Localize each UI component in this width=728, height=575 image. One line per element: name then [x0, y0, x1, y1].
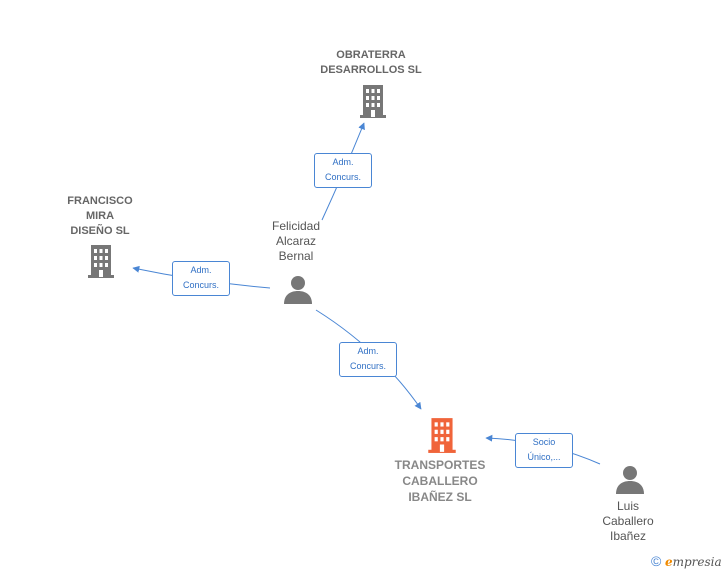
edge-label-felicidad-obraterra[interactable]: Adm. Concurs.	[314, 153, 372, 188]
edge-label-felicidad-transportes[interactable]: Adm. Concurs.	[339, 342, 397, 377]
person-label-luis[interactable]: Luis Caballero Ibañez	[602, 499, 654, 543]
copyright-symbol: ©	[651, 553, 662, 569]
brand-logo: © empresia	[651, 553, 722, 569]
person-icon[interactable]	[614, 463, 646, 495]
building-icon[interactable]	[86, 243, 116, 279]
company-label-transportes[interactable]: TRANSPORTES CABALLERO IBAÑEZ SL	[394, 458, 486, 504]
company-label-francisco[interactable]: FRANCISCO MIRA DISEÑO SL	[67, 195, 133, 237]
company-label-obraterra[interactable]: OBRATERRA DESARROLLOS SL	[320, 49, 422, 76]
edge-label-luis-transportes[interactable]: Socio Único,...	[515, 433, 573, 468]
brand-name: empresia	[664, 555, 722, 569]
building-icon[interactable]	[425, 416, 459, 454]
person-icon[interactable]	[282, 273, 314, 305]
building-icon[interactable]	[358, 83, 388, 119]
person-label-felicidad[interactable]: Felicidad Alcaraz Bernal	[271, 219, 321, 263]
edge-label-felicidad-francisco[interactable]: Adm. Concurs.	[172, 261, 230, 296]
